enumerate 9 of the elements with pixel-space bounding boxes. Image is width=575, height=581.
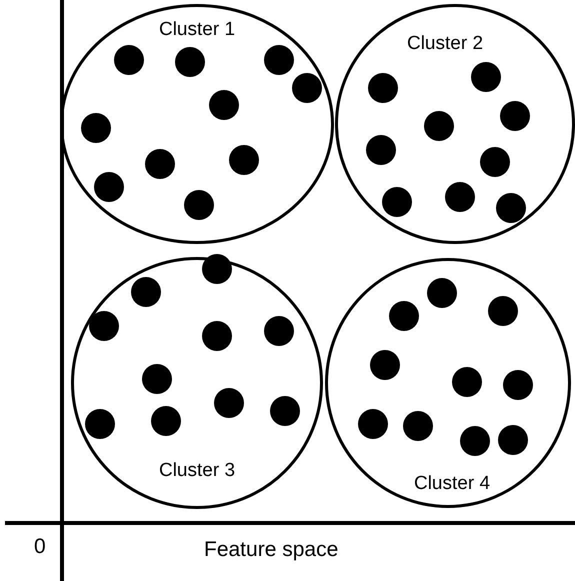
axis-title: Feature space	[204, 538, 338, 562]
cluster-label: Cluster 3	[158, 460, 236, 482]
cluster-ellipse	[335, 4, 575, 244]
axis-origin-label: 0	[34, 535, 46, 559]
cluster-label: Cluster 4	[414, 473, 490, 495]
cluster-label: Cluster 1	[158, 19, 236, 41]
cluster-label: Cluster 2	[406, 33, 484, 55]
cluster-ellipse	[325, 258, 571, 508]
cluster-ellipse	[71, 257, 323, 509]
